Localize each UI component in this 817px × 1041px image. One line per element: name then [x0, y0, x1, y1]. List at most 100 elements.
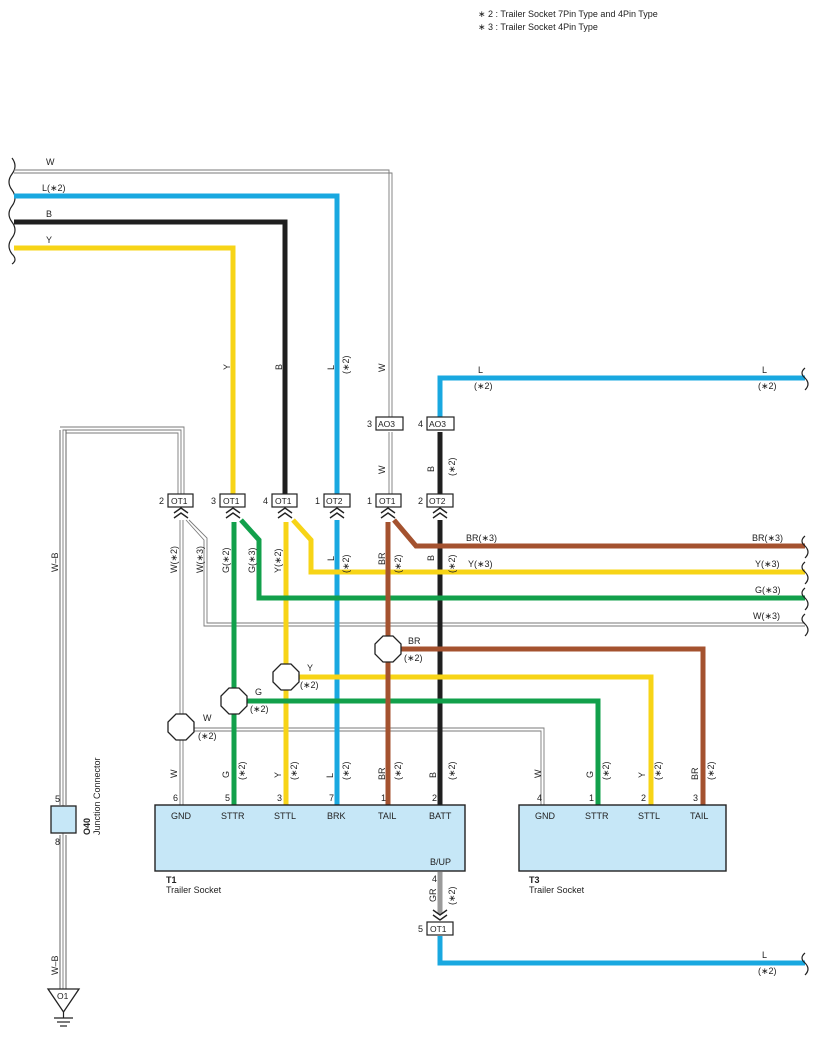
label-l-top-right-note: (∗2)	[758, 381, 777, 391]
br-wires	[385, 518, 805, 805]
t3-name: Trailer Socket	[529, 885, 585, 895]
svg-text:4: 4	[537, 793, 542, 803]
svg-text:G: G	[221, 771, 231, 778]
label-vert-w: W	[377, 363, 387, 372]
svg-text:W: W	[203, 713, 212, 723]
svg-text:1: 1	[367, 496, 372, 506]
svg-text:L: L	[325, 773, 335, 778]
svg-text:2: 2	[432, 793, 437, 803]
connector-ao3-pin3: 3 AO3	[367, 416, 404, 431]
connector-ot2-pin1: 1 OT2	[315, 493, 351, 519]
t3-terminal-gnd: GND	[535, 811, 556, 821]
label-l-top-left-note: (∗2)	[474, 381, 493, 391]
label-ao3-b-note: (∗2)	[447, 457, 457, 476]
label-vert-l-note: (∗2)	[341, 355, 351, 374]
t3-wire-labels: W G (∗2) Y (∗2) BR (∗2)	[533, 761, 716, 780]
t3-code: T3	[529, 875, 540, 885]
svg-text:2: 2	[641, 793, 646, 803]
label-bottom-l: L	[762, 950, 767, 960]
label-u-g: G(∗2)	[221, 547, 231, 573]
svg-text:(∗2): (∗2)	[393, 761, 403, 780]
label-left-b: B	[46, 209, 52, 219]
t1-terminal-gnd: GND	[171, 811, 192, 821]
label-y3-a: Y(∗3)	[468, 559, 493, 569]
svg-text:Y: Y	[307, 663, 313, 673]
label-u-w: W(∗2)	[169, 546, 179, 573]
svg-text:4: 4	[263, 496, 268, 506]
connector-ot1-pin2: 2 OT1	[159, 493, 194, 519]
label-u-g3: G(∗3)	[247, 547, 257, 573]
label-br3-b: BR(∗3)	[752, 533, 783, 543]
svg-text:OT1: OT1	[430, 924, 447, 934]
label-left-y: Y	[46, 235, 52, 245]
svg-text:Y: Y	[273, 772, 283, 778]
t1-terminal-tail: TAIL	[378, 811, 396, 821]
t1-terminal-sttr: STTR	[221, 811, 245, 821]
svg-text:(∗2): (∗2)	[250, 704, 269, 714]
splice-points	[167, 635, 402, 741]
label-vert-l: L	[326, 365, 336, 370]
label-left-l: L(∗2)	[42, 183, 66, 193]
label-vert-b: B	[274, 364, 284, 370]
svg-text:OT2: OT2	[429, 496, 446, 506]
svg-text:6: 6	[173, 793, 178, 803]
svg-text:1: 1	[589, 793, 594, 803]
svg-text:Y: Y	[637, 772, 647, 778]
label-l-top-left: L	[478, 365, 483, 375]
svg-text:(∗2): (∗2)	[404, 653, 423, 663]
svg-text:(∗2): (∗2)	[653, 761, 663, 780]
label-u-l: L	[326, 556, 336, 561]
svg-text:(∗2): (∗2)	[198, 731, 217, 741]
trailer-socket-t1: 6 5 3 7 1 2 GND STTR STTL BRK TAIL BATT …	[154, 793, 466, 895]
svg-text:8: 8	[55, 837, 60, 847]
trailer-socket-t3: 4 1 2 3 GND STTR STTL TAIL T3 Trailer So…	[518, 793, 727, 895]
svg-text:4: 4	[418, 419, 423, 429]
label-u-l-note: (∗2)	[341, 554, 351, 573]
connector-ot1-pin4: 4 OT1	[263, 493, 298, 519]
svg-text:BR: BR	[408, 636, 421, 646]
svg-text:AO3: AO3	[429, 419, 446, 429]
label-gr-note: (∗2)	[447, 886, 457, 905]
t3-terminal-sttr: STTR	[585, 811, 609, 821]
label-u-b: B	[426, 555, 436, 561]
junction-connector-o40: 5 8 O40 Junction Connector	[50, 757, 102, 847]
t1-terminal-bup: B/UP	[430, 857, 451, 867]
t3-terminal-tail: TAIL	[690, 811, 708, 821]
svg-text:3: 3	[693, 793, 698, 803]
svg-text:1: 1	[381, 793, 386, 803]
t1-terminal-batt: BATT	[429, 811, 452, 821]
svg-text:G: G	[585, 771, 595, 778]
label-w3: W(∗3)	[753, 611, 780, 621]
svg-text:3: 3	[277, 793, 282, 803]
svg-text:W: W	[169, 769, 179, 778]
svg-text:OT1: OT1	[223, 496, 240, 506]
svg-text:AO3: AO3	[378, 419, 395, 429]
g-wires	[231, 518, 805, 805]
note-star2: ∗ 2 : Trailer Socket 7Pin Type and 4Pin …	[478, 9, 658, 19]
svg-text:(∗2): (∗2)	[300, 680, 319, 690]
svg-text:O1: O1	[57, 991, 69, 1001]
svg-text:W: W	[533, 769, 543, 778]
splice-br	[374, 635, 402, 663]
svg-text:BR: BR	[377, 767, 387, 780]
y-wires	[14, 245, 805, 805]
connector-ot1-pin3: 3 OT1	[211, 493, 246, 519]
ground-o1: O1	[46, 988, 81, 1027]
svg-text:(∗2): (∗2)	[706, 761, 716, 780]
splice-g	[220, 687, 248, 715]
svg-text:G: G	[255, 687, 262, 697]
svg-text:(∗2): (∗2)	[289, 761, 299, 780]
svg-text:5: 5	[418, 924, 423, 934]
t1-terminal-brk: BRK	[327, 811, 346, 821]
svg-text:OT1: OT1	[379, 496, 396, 506]
wire-labels: W L(∗2) B Y Y B L (∗2) W L (∗2) L (∗2) W…	[42, 157, 783, 976]
o40-name: Junction Connector	[92, 757, 102, 835]
connector-ot2-pin2: 2 OT2	[418, 493, 454, 519]
right-break-marks	[801, 367, 809, 976]
label-ao3-b: B	[426, 466, 436, 472]
wb-wires	[59, 430, 67, 990]
svg-text:1: 1	[315, 496, 320, 506]
svg-text:(∗2): (∗2)	[447, 761, 457, 780]
b-wires	[14, 219, 443, 805]
